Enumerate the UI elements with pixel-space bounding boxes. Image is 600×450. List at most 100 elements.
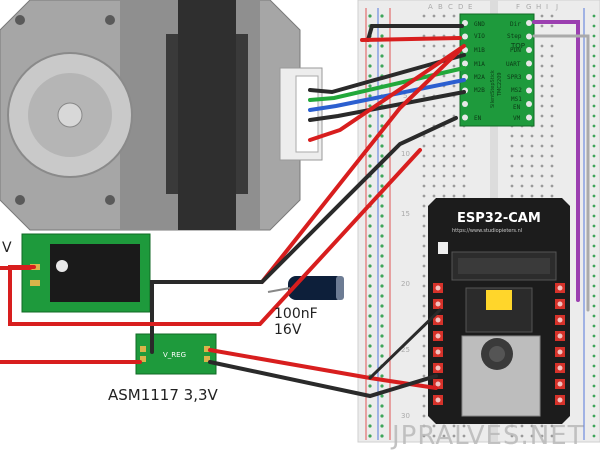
row-number: 20 xyxy=(401,280,410,288)
row-number: 10 xyxy=(401,150,410,158)
stepper-motor xyxy=(0,0,323,231)
rail-hole xyxy=(368,264,372,268)
breadboard-hole xyxy=(432,114,436,118)
breadboard-hole xyxy=(432,184,436,188)
rail-hole xyxy=(592,124,596,128)
esp32-pin-hole xyxy=(557,349,563,355)
breadboard-hole xyxy=(432,54,436,58)
breadboard-hole xyxy=(452,134,456,138)
rail-hole xyxy=(368,274,372,278)
rail-hole xyxy=(368,364,372,368)
breadboard-hole xyxy=(540,144,544,148)
driver-pin-label: MS2 xyxy=(511,87,522,94)
rail-hole xyxy=(592,384,596,388)
breadboard-hole xyxy=(530,174,534,178)
breadboard-hole xyxy=(530,434,534,438)
rail-hole xyxy=(592,404,596,408)
rail-hole xyxy=(368,184,372,188)
esp32-pin-hole xyxy=(435,317,441,323)
breadboard-hole xyxy=(422,414,426,418)
breadboard-hole xyxy=(550,184,554,188)
rail-hole xyxy=(592,294,596,298)
esp32-pin-hole xyxy=(557,333,563,339)
rail-hole xyxy=(592,284,596,288)
rail-hole xyxy=(592,424,596,428)
breadboard-hole xyxy=(462,174,466,178)
watermark: JPRALVES.NET xyxy=(390,421,585,450)
rail-hole xyxy=(592,394,596,398)
breadboard-hole xyxy=(540,54,544,58)
voltage-regulator-board: V_REG xyxy=(135,333,217,375)
column-letter: F xyxy=(516,3,520,11)
breadboard-hole xyxy=(510,424,514,428)
driver-right-pins xyxy=(526,20,532,121)
breadboard-hole xyxy=(550,64,554,68)
rail-hole xyxy=(592,14,596,18)
driver-pin xyxy=(462,20,468,26)
breadboard-hole xyxy=(442,104,446,108)
breadboard-hole xyxy=(432,164,436,168)
esp32-pin-hole xyxy=(435,333,441,339)
rail-hole xyxy=(380,54,384,58)
breadboard-hole xyxy=(550,194,554,198)
column-letter: B xyxy=(438,3,443,11)
breadboard-hole xyxy=(432,144,436,148)
breadboard-hole xyxy=(462,194,466,198)
breadboard-hole xyxy=(462,434,466,438)
driver-pin-label: PDN xyxy=(510,47,521,54)
driver-pin xyxy=(526,33,532,40)
rail-hole xyxy=(380,414,384,418)
driver-pin-label: Dir xyxy=(510,21,521,28)
breadboard-hole xyxy=(422,224,426,228)
rail-hole xyxy=(368,404,372,408)
driver-pin xyxy=(526,47,532,53)
esp32-url: https://www.studiopieters.nl xyxy=(452,228,522,234)
column-letter: E xyxy=(468,3,472,11)
breadboard-hole xyxy=(452,124,456,128)
breadboard-hole xyxy=(452,424,456,428)
breadboard-hole xyxy=(530,164,534,168)
rail-hole xyxy=(380,384,384,388)
breadboard-hole xyxy=(442,194,446,198)
breadboard-hole xyxy=(520,194,524,198)
rail-hole xyxy=(592,314,596,318)
rail-hole xyxy=(368,74,372,78)
breadboard-hole xyxy=(550,124,554,128)
rail-hole xyxy=(592,154,596,158)
breadboard-hole xyxy=(432,14,436,18)
driver-top-marking: TOP xyxy=(510,42,525,50)
driver-pin xyxy=(526,87,532,94)
row-number: 5 xyxy=(403,92,407,100)
rail-hole xyxy=(592,374,596,378)
esp32-pin-hole xyxy=(557,365,563,371)
rail-hole xyxy=(592,184,596,188)
breadboard-hole xyxy=(422,374,426,378)
esp32-pin-hole xyxy=(435,397,441,403)
breadboard-hole xyxy=(510,154,514,158)
esp32-pin-hole xyxy=(557,285,563,291)
esp32-pin-hole xyxy=(557,397,563,403)
rail-hole xyxy=(380,314,384,318)
rail-hole xyxy=(592,254,596,258)
breadboard-hole xyxy=(530,154,534,158)
breadboard-hole xyxy=(422,104,426,108)
breadboard-hole xyxy=(510,164,514,168)
rail-hole xyxy=(368,14,372,18)
breadboard-hole xyxy=(422,204,426,208)
rail-hole xyxy=(592,74,596,78)
rail-hole xyxy=(368,384,372,388)
column-letter: C xyxy=(448,3,453,11)
breadboard-hole xyxy=(442,14,446,18)
breadboard-hole xyxy=(520,134,524,138)
rail-hole xyxy=(368,244,372,248)
breadboard-hole xyxy=(550,434,554,438)
driver-pin-label: MS1 xyxy=(511,96,522,103)
breadboard-hole xyxy=(422,314,426,318)
breadboard-hole xyxy=(540,94,544,98)
rail-hole xyxy=(368,304,372,308)
driver-pin-label: SPR3 xyxy=(507,74,522,81)
rail-hole xyxy=(380,264,384,268)
breadboard-hole xyxy=(452,164,456,168)
breadboard-hole xyxy=(452,154,456,158)
driver-pin xyxy=(462,101,468,107)
